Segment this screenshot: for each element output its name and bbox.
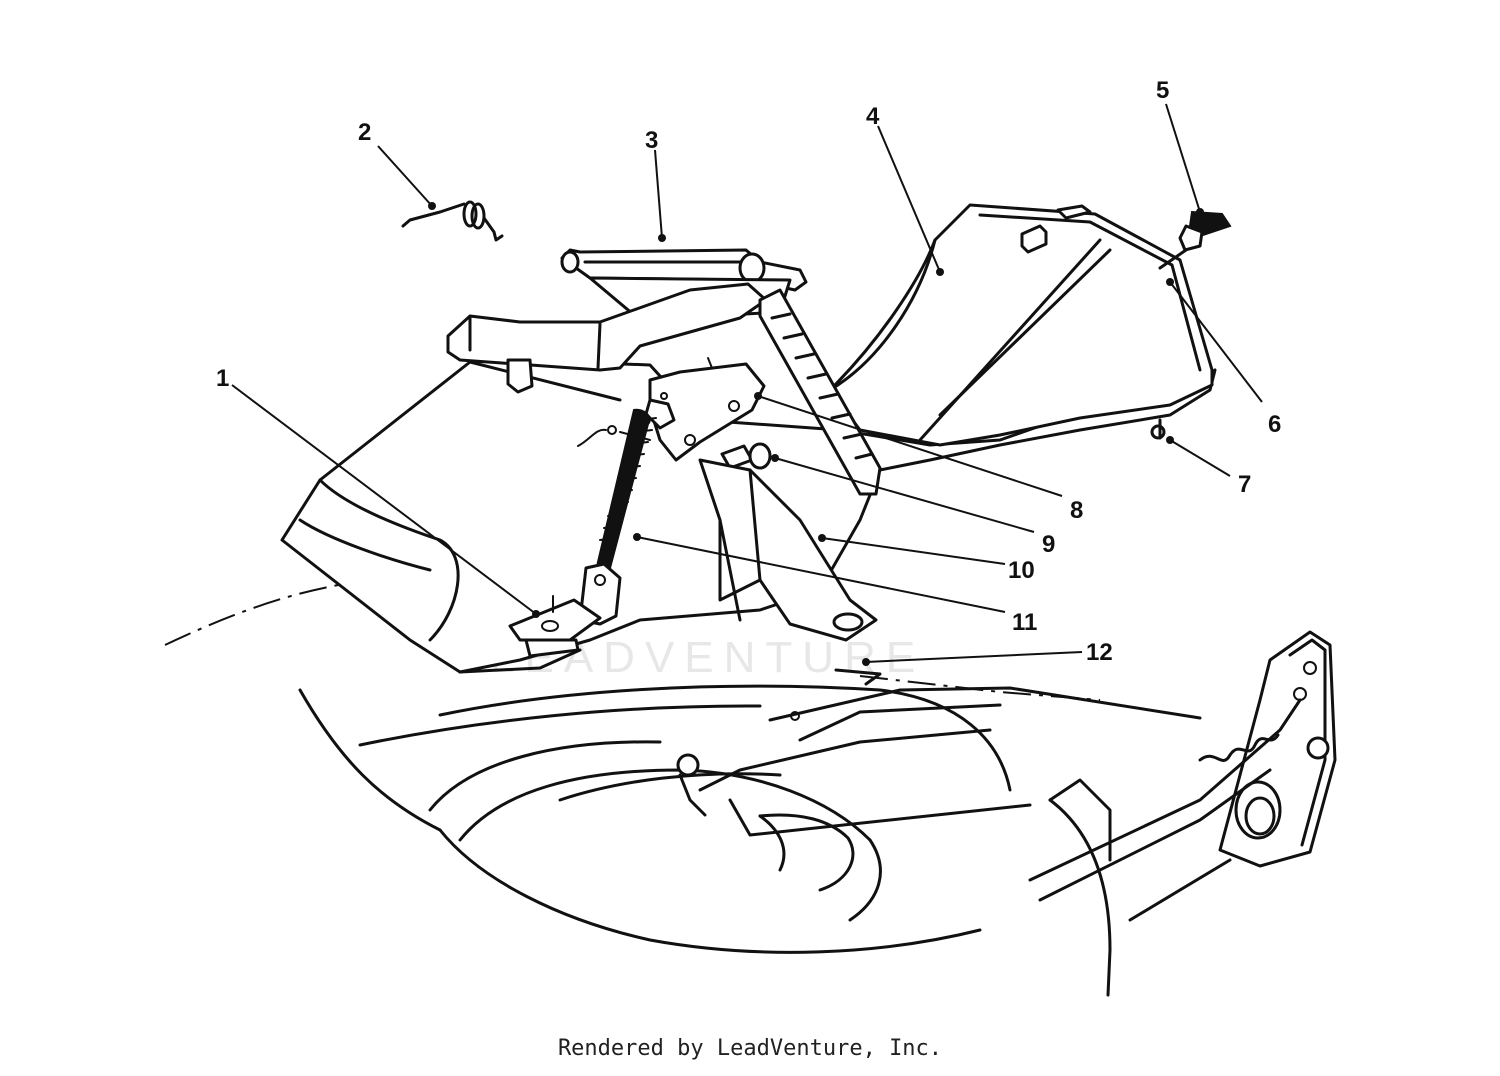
spring [596, 398, 676, 571]
callout-6: 6 [1268, 411, 1281, 438]
hinge-arm-assembly [446, 248, 882, 496]
latch-handle [1158, 210, 1232, 270]
callout-leaders [231, 103, 1263, 666]
footer-credit: Rendered by LeadVenture, Inc. [557, 1036, 943, 1061]
callout-4: 4 [866, 103, 880, 130]
callout-8: 8 [1070, 497, 1083, 524]
callout-10: 10 [1008, 557, 1035, 584]
callout-9: 9 [1042, 531, 1055, 558]
callout-3: 3 [645, 127, 658, 154]
height-adjust-bracket [1028, 630, 1337, 922]
callout-1: 1 [216, 365, 229, 392]
deflector-shield [828, 203, 1214, 447]
callout-2: 2 [358, 119, 371, 146]
torsion-spring [401, 200, 504, 242]
mower-deck [164, 575, 1202, 997]
spring-anchor-bracket [508, 562, 622, 658]
callout-5: 5 [1156, 77, 1169, 104]
callout-labels: 1 2 3 4 5 6 7 8 9 10 11 12 [216, 77, 1281, 666]
fastener-7 [1150, 418, 1166, 440]
callout-7: 7 [1238, 471, 1251, 498]
callout-11: 11 [1012, 609, 1037, 636]
bolt-9 [720, 442, 772, 470]
pin-marks [577, 357, 713, 447]
flap-12 [834, 668, 882, 686]
callout-12: 12 [1086, 639, 1113, 666]
